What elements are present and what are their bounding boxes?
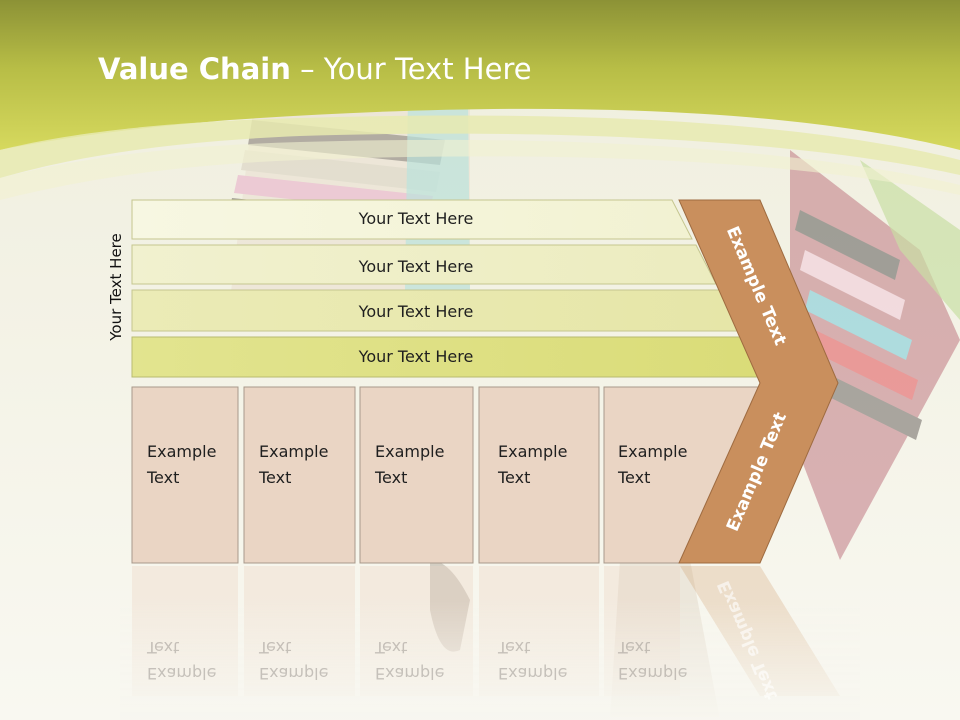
- bar-label-3: Your Text Here: [358, 302, 474, 321]
- box-shape-2: [243, 386, 356, 564]
- box-shape-1: [131, 386, 239, 564]
- box-shape-3: [359, 386, 474, 564]
- bar-label-4: Your Text Here: [358, 347, 474, 366]
- bar-label-2: Your Text Here: [358, 257, 474, 276]
- box-shape-4: [478, 386, 600, 564]
- slide-title: Value Chain – Your Text Here: [98, 52, 532, 86]
- chevron-arrow: [678, 199, 839, 564]
- bar-label-1: Your Text Here: [358, 209, 474, 228]
- bar-shape-1: [131, 199, 693, 240]
- side-label: Your Text Here: [107, 233, 125, 341]
